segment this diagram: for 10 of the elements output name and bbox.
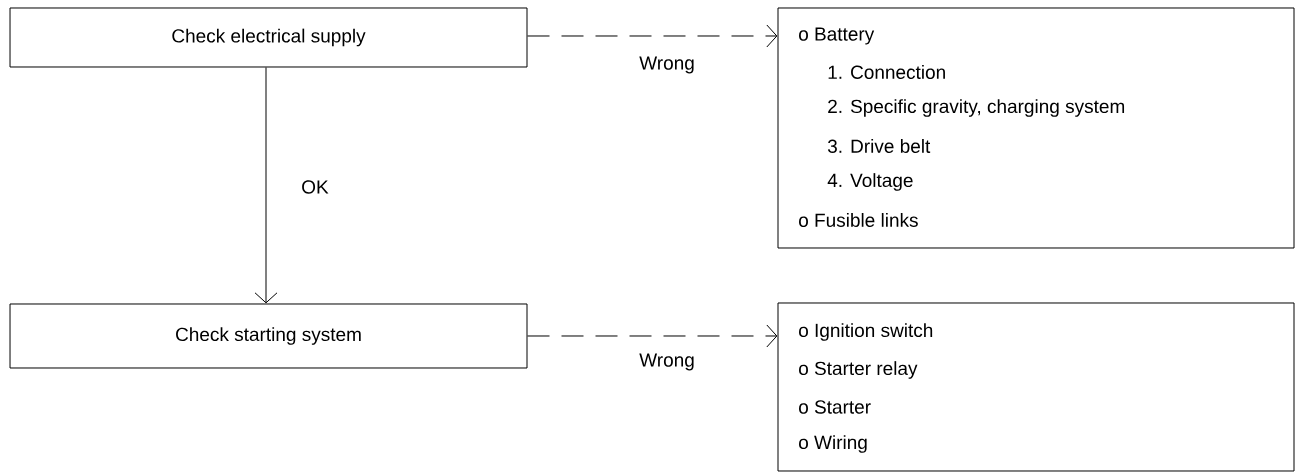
list-box: o Ignition switch o Starter relay o Starter o Wiring xyxy=(777,302,1295,472)
arrow xyxy=(527,24,778,48)
edge-label: OK xyxy=(300,179,330,195)
process-box: Check starting system xyxy=(9,303,528,369)
edge-label: Wrong xyxy=(638,352,696,372)
arrow xyxy=(527,324,778,348)
list-box: o Battery 1. Connection 2. Specific gravity, charging system 3. Drive belt 4. Voltage o Fusible links xyxy=(777,7,1295,249)
arrow xyxy=(254,67,278,304)
process-box: Check electrical supply xyxy=(9,7,528,68)
edge-label: Wrong xyxy=(638,55,696,75)
